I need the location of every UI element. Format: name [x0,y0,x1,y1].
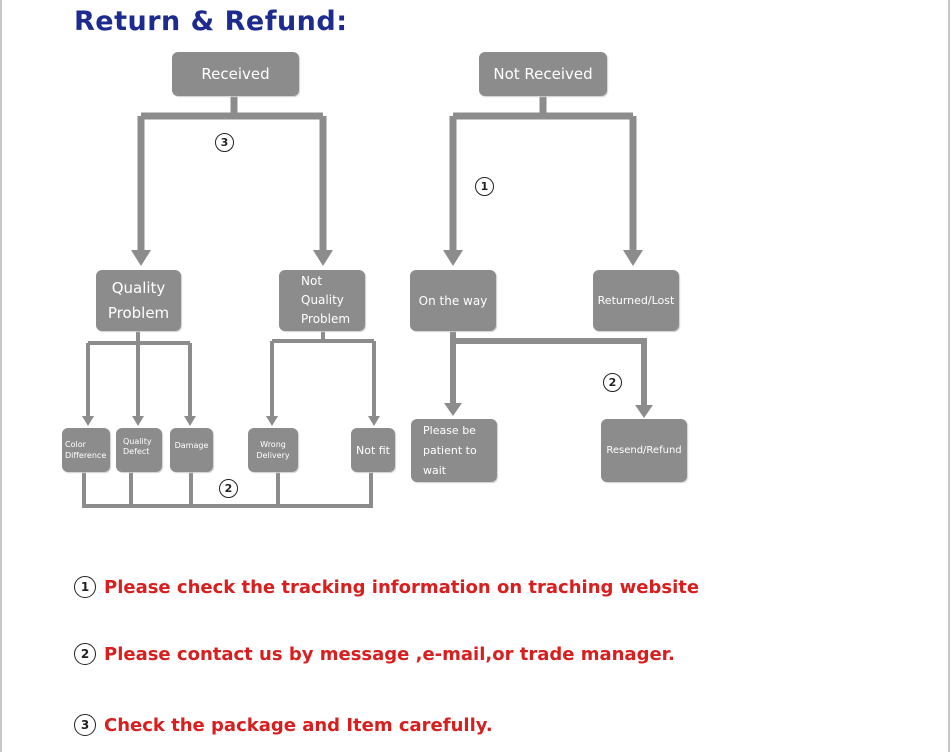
step-marker-2: 2 [603,373,622,392]
not-received-box: Not Received [479,52,607,96]
arrowhead [443,250,463,266]
not-fit-box: Not fit [351,428,395,472]
wrong-delivery-line-1: Wrong [260,440,286,449]
connector-received [137,96,327,252]
connector-quality-problem [86,331,192,418]
note-2: 2 Please contact us by message ,e-mail,o… [74,643,675,665]
connector-not-quality [270,331,376,418]
please-wait-line-1: Please be [423,423,476,437]
note-text: Check the package and Item carefully. [104,714,493,736]
damage-label: Damage [174,441,209,450]
arrowhead [444,403,462,416]
arrowhead [635,405,653,418]
returned-lost-box: Returned/Lost [593,270,679,331]
quality-defect-line-2: Defect [123,447,150,456]
please-wait-box: Please be patient to wait [411,419,497,482]
color-difference-line-1: Color [65,440,86,449]
page-title: Return & Refund: [74,6,348,37]
returned-lost-label: Returned/Lost [597,294,675,307]
arrowhead [313,250,333,266]
arrowhead [266,416,278,426]
color-difference-line-2: Difference [65,451,107,460]
resend-refund-box: Resend/Refund [601,419,687,482]
note-marker: 1 [74,576,96,598]
step-marker-2: 2 [219,479,238,498]
received-box: Received [172,52,299,96]
note-1: 1 Please check the tracking information … [74,576,699,598]
connector-not-received [449,96,637,252]
arrowhead [623,250,643,266]
received-label: Received [201,65,270,83]
note-text: Please contact us by message ,e-mail,or … [104,643,675,665]
quality-problem-box: Quality Problem [96,270,181,331]
note-3: 3 Check the package and Item carefully. [74,714,493,736]
step-marker-1: 1 [475,177,494,196]
color-difference-box: Color Difference [62,428,110,472]
arrowhead [184,416,196,426]
wrong-delivery-line-2: Delivery [256,451,290,460]
not-quality-problem-box: Not Quality Problem [279,270,365,331]
not-quality-line-1: Not [301,274,323,288]
not-received-label: Not Received [493,65,593,83]
arrowhead [132,416,144,426]
please-wait-line-2: patient to [423,443,477,457]
right-border [948,0,950,752]
please-wait-line-3: wait [423,463,447,477]
note-marker: 2 [74,643,96,665]
arrowhead [131,250,151,266]
quality-problem-line-1: Quality [111,278,166,297]
connector-bottom-bracket [82,472,373,508]
step-marker-3: 3 [215,133,234,152]
on-the-way-box: On the way [410,270,496,331]
quality-defect-line-1: Quality [123,437,152,446]
quality-defect-box: Quality Defect [116,428,162,472]
arrowhead [82,416,94,426]
note-text: Please check the tracking information on… [104,576,700,598]
resend-refund-label: Resend/Refund [606,445,682,456]
not-quality-line-2: Quality [301,293,344,307]
left-border [0,0,2,752]
wrong-delivery-box: Wrong Delivery [248,428,298,472]
on-the-way-label: On the way [418,293,488,308]
arrowhead [368,416,380,426]
connector-on-the-way [450,331,647,406]
damage-box: Damage [170,428,213,472]
not-fit-label: Not fit [355,443,390,457]
note-marker: 3 [74,714,96,736]
quality-problem-line-2: Problem [107,303,170,322]
not-quality-line-3: Problem [301,312,351,326]
